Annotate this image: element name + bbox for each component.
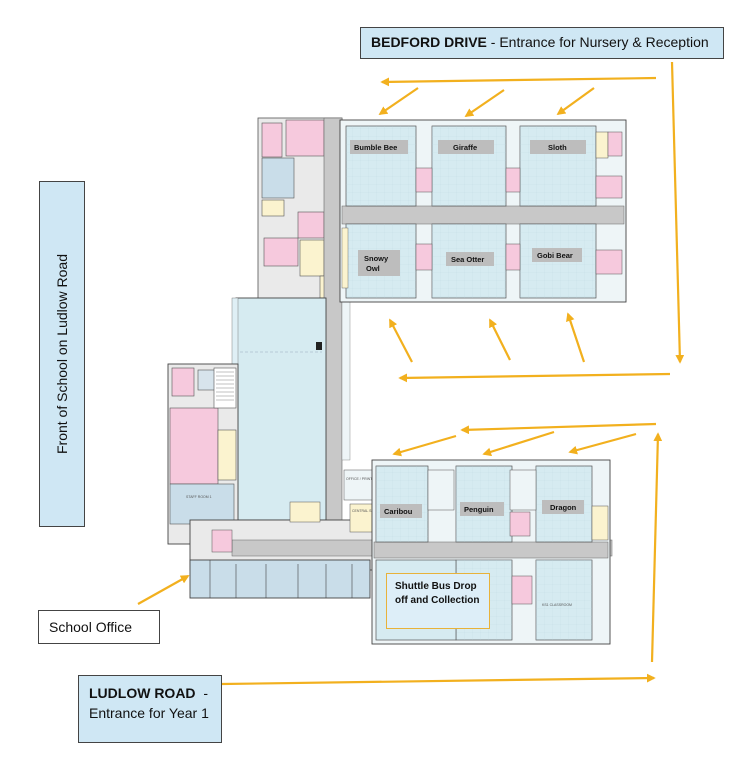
school-office-text: School Office	[49, 619, 133, 635]
ludlow-road-subtitle: Entrance for Year 1	[89, 705, 209, 721]
office-block	[189, 559, 371, 599]
pink-large-room	[169, 407, 219, 485]
arrow-dragon	[568, 432, 637, 455]
room-label-penguin: Penguin	[464, 505, 494, 514]
ludlow-road-label: LUDLOW ROAD - Entrance for Year 1	[78, 675, 222, 743]
arrow-bottom-top	[460, 422, 657, 435]
arrow-school-office	[137, 575, 190, 605]
arrow-ludlow-road	[221, 673, 656, 686]
cream-office	[289, 501, 321, 523]
school-office-label: School Office	[38, 610, 160, 644]
arrow-ludlow-right	[650, 432, 663, 663]
store-small	[197, 369, 217, 391]
shuttle-bus-label: Shuttle Bus Drop off and Collection	[386, 573, 490, 629]
room-label-bumble-bee: Bumble Bee	[354, 143, 397, 152]
arrow-sloth	[556, 87, 595, 116]
arrow-snowy-owl	[389, 318, 413, 363]
front-of-school-label: Front of School on Ludlow Road	[39, 181, 85, 527]
ludlow-road-dash: -	[195, 685, 208, 701]
pink-office	[211, 529, 233, 553]
room-label-sea-otter: Sea Otter	[451, 255, 484, 264]
spine-corridor	[323, 117, 343, 559]
arrow-bumble-bee	[378, 87, 419, 115]
cream-room-left	[217, 429, 237, 481]
top-wing: Bumble Bee Giraffe Sloth Snowy Owl Sea O…	[339, 119, 627, 303]
bedford-drive-label: BEDFORD DRIVE - Entrance for Nursery & R…	[360, 27, 724, 59]
office-work-label: OFFICE / PRINT WORK	[346, 477, 385, 481]
bedford-drive-subtitle: - Entrance for Nursery & Reception	[486, 34, 709, 50]
arrow-penguin	[482, 430, 555, 457]
pink-toilets-3	[297, 211, 325, 239]
arrow-caribou	[392, 434, 457, 457]
ks1-classroom-label: KS1 CLASSROOM	[542, 603, 572, 607]
pink-small-room	[171, 367, 195, 397]
ludlow-road-title: LUDLOW ROAD	[89, 685, 196, 701]
bedford-drive-title: BEDFORD DRIVE	[371, 34, 487, 50]
room-label-gobi-bear: Gobi Bear	[537, 251, 573, 260]
room-label-sloth: Sloth	[548, 143, 567, 152]
top-wing-corridor	[341, 205, 625, 225]
room-label-snowy: Snowy	[364, 254, 389, 263]
central-store-label: CENTRAL STORE	[352, 509, 382, 513]
staff-room	[169, 483, 235, 525]
arrow-top-return	[398, 372, 671, 383]
shuttle-bus-text: Shuttle Bus Drop off and Collection	[395, 581, 480, 606]
room-label-giraffe: Giraffe	[453, 143, 477, 152]
store-blue-1	[261, 157, 295, 199]
spine-right-strip	[341, 299, 351, 461]
pink-toilets-2	[261, 122, 283, 158]
office-work-room	[343, 469, 377, 501]
pink-toilets-1	[285, 119, 325, 157]
cream-room-1	[299, 239, 325, 277]
arrow-bedford-top	[380, 76, 657, 87]
arrow-sea-otter	[489, 318, 511, 361]
bottom-wing-corridor	[373, 541, 609, 559]
arrow-giraffe	[464, 89, 505, 117]
pink-toilets-4	[263, 237, 299, 267]
route-arrows	[137, 61, 685, 686]
room-label-owl: Owl	[366, 264, 380, 273]
main-hall	[235, 297, 327, 521]
arrow-gobi-bear	[566, 312, 586, 363]
room-label-dragon: Dragon	[550, 503, 577, 512]
arrow-bedford-right	[670, 61, 685, 364]
staff-room-label: STAFF ROOM 1	[186, 495, 212, 499]
cream-room-2	[261, 199, 285, 217]
room-label-caribou: Caribou	[384, 507, 413, 516]
front-of-school-text: Front of School on Ludlow Road	[54, 253, 70, 455]
